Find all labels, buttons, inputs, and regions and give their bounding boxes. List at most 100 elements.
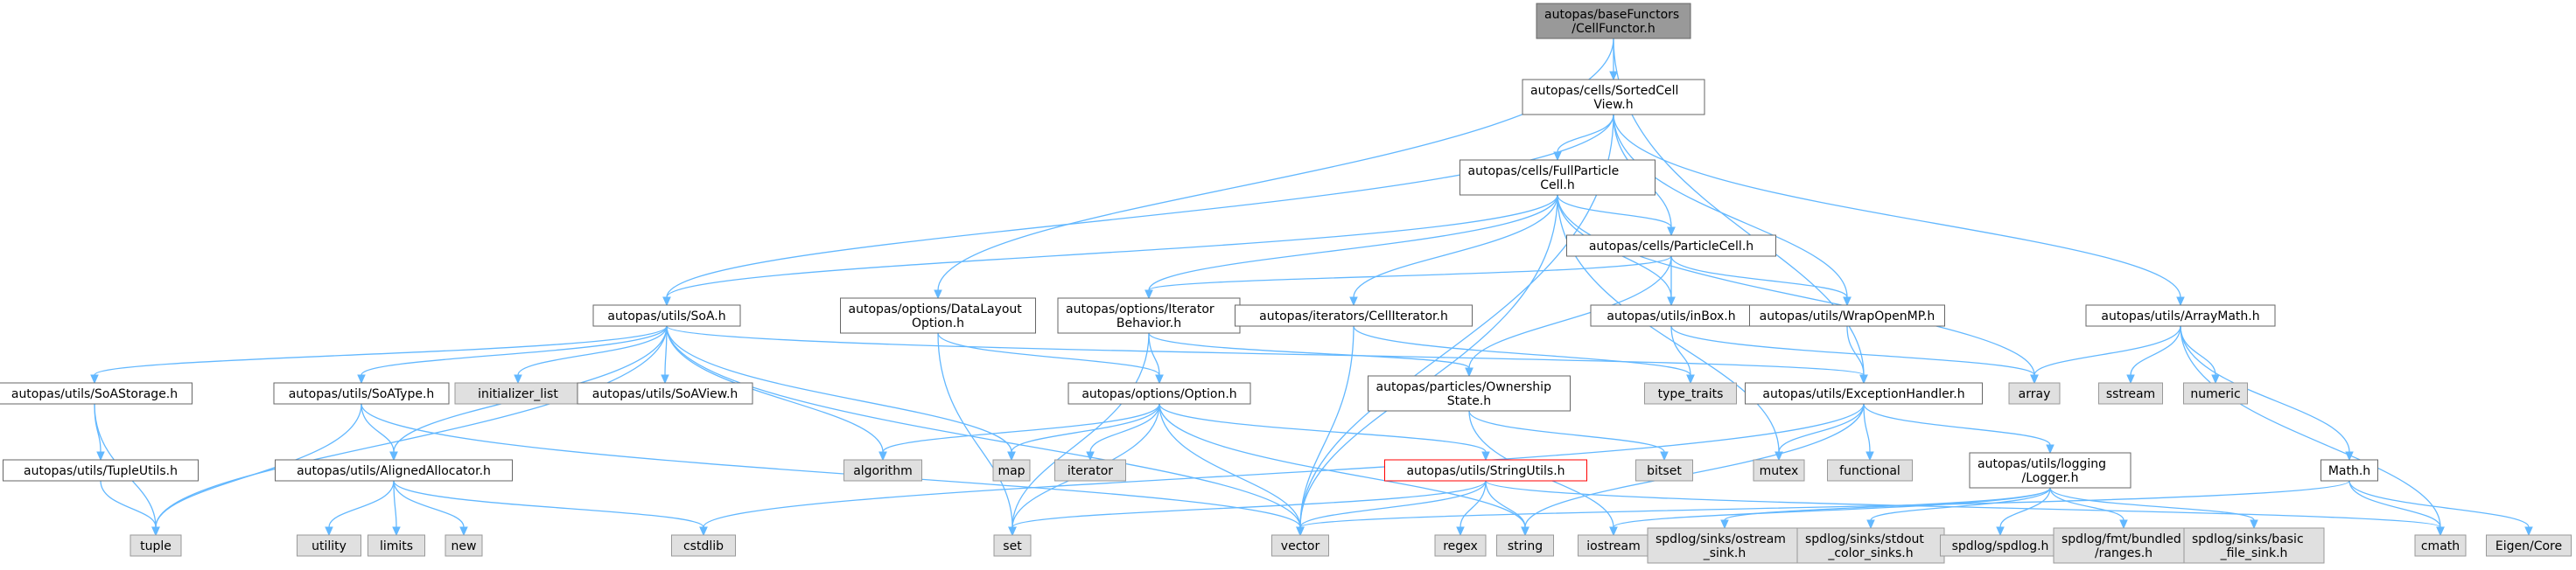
arrowhead [392, 526, 401, 537]
node-math-h[interactable]: Math.h [2320, 459, 2378, 482]
node-so-atype[interactable]: autopas/utils/SoAType.h [273, 382, 450, 405]
node-label-line: autopas/utils/SoAView.h [592, 387, 738, 401]
node-box [1235, 304, 1473, 327]
edge-tuple-utils-to-tuple [100, 480, 160, 537]
arrowhead [96, 451, 105, 462]
arrowhead [1609, 526, 1618, 537]
edge-so-a-to-initializer-list [514, 325, 668, 385]
edge-line [666, 325, 884, 453]
edge-so-a-to-so-aview [661, 325, 669, 385]
arrowhead [1866, 451, 1874, 462]
node-wrap-open-mp[interactable]: autopas/utils/WrapOpenMP.h [1749, 304, 1945, 327]
node-label-line: autopas/particles/Ownership [1376, 380, 1552, 394]
node-label-line: spdlog/sinks/basic [2192, 532, 2304, 546]
node-label-line: Cell.h [1540, 178, 1575, 192]
arrowhead [151, 526, 160, 537]
edge-math-h-to-eigen-core [2348, 480, 2533, 537]
arrowhead [1155, 374, 1164, 385]
node-cell-functor[interactable]: autopas/baseFunctors/CellFunctor.h [1536, 3, 1691, 39]
node-label-line: functional [1839, 464, 1900, 478]
edge-full-particle-cell-to-cell-iterator [1349, 194, 1558, 307]
node-logger[interactable]: autopas/utils/logging/Logger.h [1969, 452, 2132, 489]
node-cell-iterator[interactable]: autopas/iterators/CellIterator.h [1235, 304, 1473, 327]
edge-line [2034, 325, 2181, 376]
node-label-line: /CellFunctor.h [1572, 22, 1655, 36]
node-array-math[interactable]: autopas/utils/ArrayMath.h [2085, 304, 2276, 327]
node-box [1384, 459, 1587, 482]
node-in-box[interactable]: autopas/utils/inBox.h [1590, 304, 1753, 327]
node-label-line: Math.h [2328, 464, 2370, 478]
edge-line [1670, 325, 2035, 376]
node-label-line: string [1508, 539, 1543, 553]
edge-math-h-to-vector [1296, 480, 2350, 537]
edge-string-utils-to-string [1485, 480, 1530, 537]
node-label-line: new [452, 539, 477, 553]
node-limits: limits [368, 534, 425, 557]
node-label-line: autopas/utils/StringUtils.h [1406, 464, 1564, 478]
node-box [1496, 534, 1554, 557]
node-label-line: array [2019, 387, 2051, 401]
edge-ownership-state-to-bitset [1468, 410, 1669, 462]
node-box [1749, 304, 1945, 327]
node-label-line: autopas/utils/SoA.h [607, 309, 725, 323]
node-so-a[interactable]: autopas/utils/SoA.h [592, 304, 741, 327]
edge-full-particle-cell-to-particle-cell [1557, 194, 1676, 237]
node-box [275, 459, 513, 482]
node-spdlog: spdlog/spdlog.h [1940, 534, 2061, 557]
node-label-line: autopas/utils/logging [1978, 457, 2106, 471]
edge-array-math-to-numeric [2180, 325, 2220, 385]
edge-line [666, 114, 1614, 298]
node-string-utils[interactable]: autopas/utils/StringUtils.h [1384, 459, 1587, 482]
edge-line [1148, 255, 1672, 291]
edge-line [1299, 114, 1614, 528]
node-label-line: autopas/cells/SortedCell [1530, 84, 1678, 98]
arrowhead [1667, 296, 1676, 307]
arrowhead [1866, 519, 1875, 530]
node-aligned-allocator[interactable]: autopas/utils/AlignedAllocator.h [275, 459, 513, 482]
node-ostream-sink: spdlog/sinks/ostream_sink.h [1647, 527, 1802, 564]
node-label-line: autopas/utils/SoAType.h [289, 387, 435, 401]
node-tuple-utils[interactable]: autopas/utils/TupleUtils.h [3, 459, 199, 482]
node-box [2414, 534, 2467, 557]
edge-option-to-iterator [1086, 403, 1160, 462]
node-label-line: iostream [1586, 539, 1641, 553]
edge-line [393, 480, 397, 528]
arrowhead [2176, 296, 2185, 307]
edge-line [1863, 403, 1871, 453]
edge-iterator-behavior-to-option [1148, 332, 1164, 385]
edge-sorted-cell-view-to-array-math [1613, 114, 2185, 307]
node-box [273, 382, 450, 405]
arrowhead [325, 526, 333, 537]
edge-line [1670, 325, 1691, 376]
edge-aligned-allocator-to-cstdlib [393, 480, 708, 537]
arrowhead [1465, 367, 1474, 378]
edge-line [94, 325, 668, 376]
node-so-aview[interactable]: autopas/utils/SoAView.h [577, 382, 753, 405]
edge-line [393, 480, 704, 528]
edge-line [664, 325, 668, 376]
node-particle-cell[interactable]: autopas/cells/ParticleCell.h [1566, 234, 1776, 257]
node-numeric: numeric [2183, 382, 2248, 405]
node-ranges: spdlog/fmt/bundled/ranges.h [2053, 527, 2194, 564]
node-utility: utility [297, 534, 361, 557]
edge-line [1778, 403, 1865, 453]
node-exception-handler[interactable]: autopas/utils/ExceptionHandler.h [1745, 382, 1983, 405]
node-box [2320, 459, 2378, 482]
arrowhead [90, 374, 99, 385]
arrowhead [2211, 374, 2220, 385]
node-algorithm: algorithm [844, 459, 922, 482]
node-type-traits: type_traits [1644, 382, 1737, 405]
node-so-astorage[interactable]: autopas/utils/SoAStorage.h [0, 382, 192, 405]
edge-line [1299, 325, 1354, 528]
node-layer: autopas/baseFunctors/CellFunctor.h autopa… [0, 3, 2572, 564]
node-option[interactable]: autopas/options/Option.h [1068, 382, 1251, 405]
node-array: array [2008, 382, 2061, 405]
node-box [2085, 304, 2276, 327]
node-new: new [444, 534, 483, 557]
